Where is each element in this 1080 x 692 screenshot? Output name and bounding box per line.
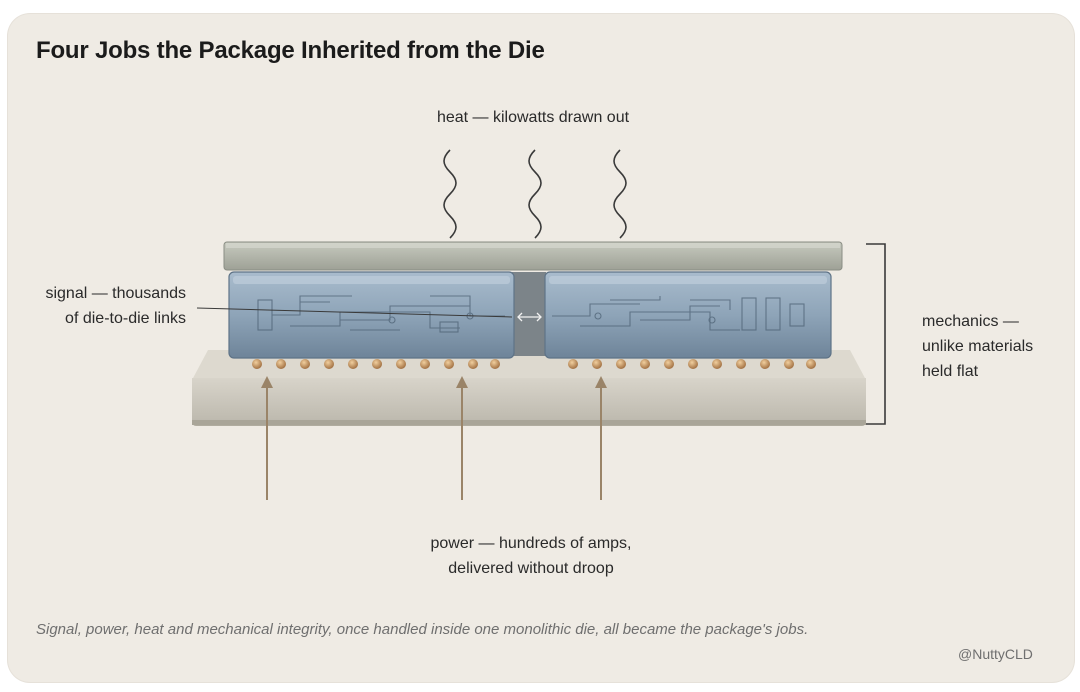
heat-label: heat — kilowatts drawn out [436, 109, 630, 126]
double-arrow-icon [517, 312, 542, 322]
mechanics-label-line3: held flat [922, 363, 979, 380]
signal-label-line2: of die-to-die links [65, 310, 186, 327]
signal-leader-line [196, 307, 513, 318]
signal-label-line1: signal — thousands [45, 285, 186, 302]
die-left [228, 271, 515, 359]
heat-wave-icon [443, 149, 627, 239]
mechanics-label-line2: unlike materials [922, 338, 1034, 355]
die-right [544, 271, 832, 359]
solder-bumps [252, 359, 816, 369]
bracket-icon [866, 243, 886, 425]
power-label-line2: delivered without droop [448, 560, 614, 577]
credit-handle: @NuttyCLD [958, 646, 1033, 662]
heat-spreader-lid [223, 241, 843, 271]
power-arrow-icon [261, 376, 607, 500]
figure-caption: Signal, power, heat and mechanical integ… [36, 621, 809, 638]
die-gap [512, 272, 546, 356]
power-label-line1: power — hundreds of amps, [430, 535, 632, 552]
mechanics-label-line1: mechanics — [922, 313, 1019, 330]
page-title: Four Jobs the Package Inherited from the… [36, 37, 545, 64]
